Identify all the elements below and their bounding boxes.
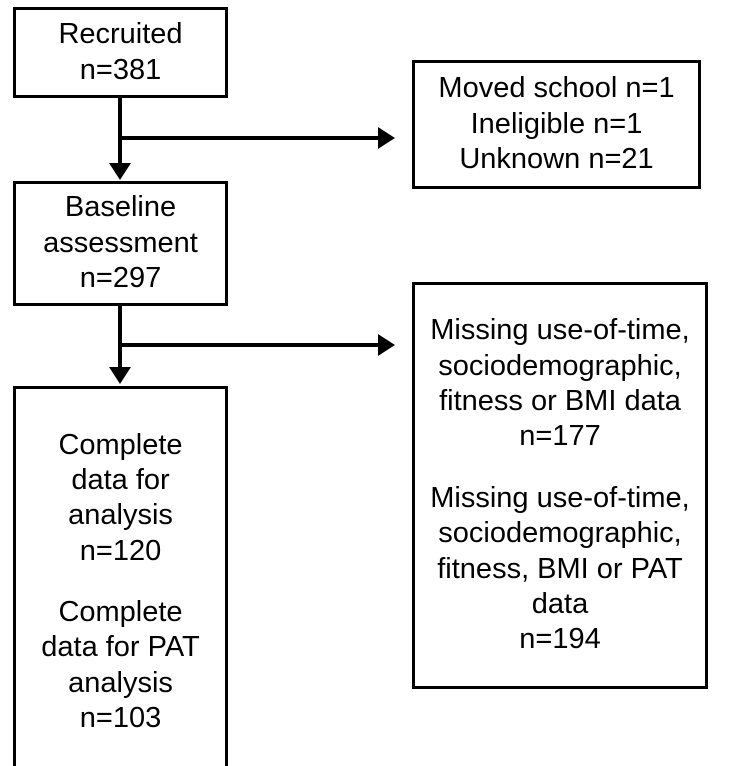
missing-analysis-line1: Missing use-of-time, xyxy=(430,314,690,347)
complete-pat-count: n=103 xyxy=(79,702,162,735)
missing-pat-count: n=194 xyxy=(519,623,601,656)
missing-analysis-line3: fitness or BMI data xyxy=(439,385,681,418)
right-arrow-icon xyxy=(378,334,395,356)
node-recruited: Recruited n=381 xyxy=(13,7,228,98)
down-arrow-icon xyxy=(109,163,131,180)
connector-baseline-to-missing-stem xyxy=(118,343,379,347)
connector-recruited-to-baseline-stem xyxy=(118,98,122,165)
excluded-reason-ineligible: Ineligible n=1 xyxy=(470,107,643,140)
connector-recruited-to-excluded-stem xyxy=(118,136,379,140)
missing-pat-line1: Missing use-of-time, xyxy=(430,481,690,514)
node-baseline-assessment: Baseline assessment n=297 xyxy=(13,181,228,306)
missing-data-paragraph-pat: Missing use-of-time, sociodemographic, f… xyxy=(430,481,689,658)
missing-pat-line2: sociodemographic, xyxy=(438,517,682,550)
complete-pat-line2: data for PAT xyxy=(41,631,200,664)
down-arrow-icon xyxy=(109,367,131,384)
missing-pat-line3: fitness, BMI or PAT xyxy=(437,552,683,585)
complete-data-paragraph-analysis: Complete data for analysis n=120 xyxy=(58,428,182,570)
node-baseline-label-line2: assessment xyxy=(43,226,198,259)
complete-analysis-line1: Complete xyxy=(58,428,183,461)
missing-data-paragraph-analysis: Missing use-of-time, sociodemographic, f… xyxy=(430,313,689,455)
excluded-reason-moved-school: Moved school n=1 xyxy=(438,72,675,105)
node-recruited-count: n=381 xyxy=(79,53,162,86)
complete-data-paragraph-pat: Complete data for PAT analysis n=103 xyxy=(41,595,200,737)
excluded-reason-unknown: Unknown n=21 xyxy=(459,143,654,176)
node-excluded-reasons: Moved school n=1 Ineligible n=1 Unknown … xyxy=(412,60,701,189)
connector-baseline-to-complete-stem xyxy=(118,306,122,369)
missing-analysis-count: n=177 xyxy=(519,420,601,453)
complete-analysis-count: n=120 xyxy=(79,534,162,567)
node-recruited-label: Recruited xyxy=(58,18,183,51)
node-baseline-count: n=297 xyxy=(79,262,162,295)
node-baseline-label-line1: Baseline xyxy=(64,191,177,224)
missing-analysis-line2: sociodemographic, xyxy=(438,349,682,382)
complete-pat-line3: analysis xyxy=(68,666,173,699)
node-complete-data: Complete data for analysis n=120 Complet… xyxy=(13,386,228,766)
complete-analysis-line2: data for xyxy=(71,463,170,496)
right-arrow-icon xyxy=(378,127,395,149)
node-missing-data: Missing use-of-time, sociodemographic, f… xyxy=(412,282,708,689)
complete-analysis-line3: analysis xyxy=(68,499,173,532)
complete-pat-line1: Complete xyxy=(58,596,183,628)
missing-pat-line4: data xyxy=(531,587,589,620)
